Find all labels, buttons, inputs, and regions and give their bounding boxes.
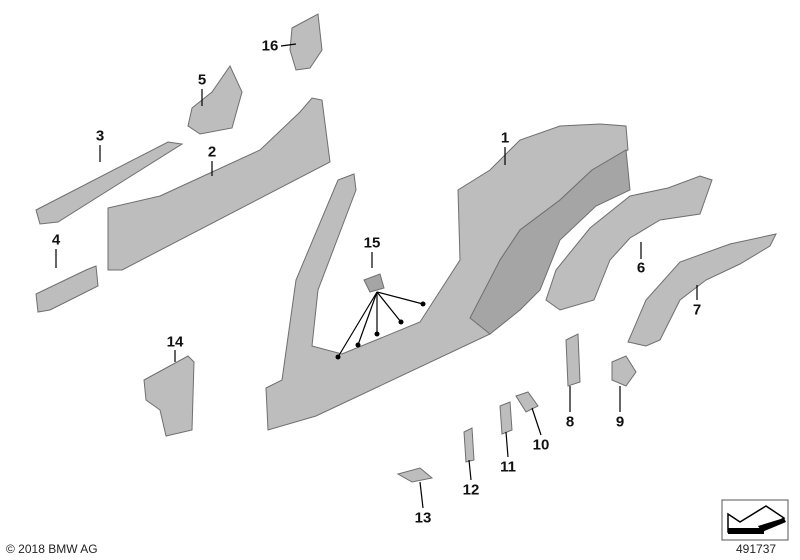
part-8[interactable] (565, 333, 581, 387)
part-1-arch[interactable] (469, 149, 631, 335)
callout-14[interactable]: 14 (166, 333, 184, 351)
callout-12[interactable]: 12 (462, 481, 480, 499)
part-7[interactable] (627, 233, 777, 347)
copyright-text: © 2018 BMW AG (6, 542, 98, 556)
part-10[interactable] (515, 391, 539, 413)
callout-5[interactable]: 5 (197, 71, 207, 89)
callout-7[interactable]: 7 (692, 301, 702, 319)
part-4[interactable] (35, 265, 99, 313)
callout-15[interactable]: 15 (363, 234, 381, 252)
part-14[interactable] (143, 355, 195, 437)
leader-lines (55, 43, 698, 509)
callout-16[interactable]: 16 (261, 37, 279, 55)
part-12[interactable] (463, 427, 475, 463)
part-3[interactable] (35, 141, 184, 225)
callout-1[interactable]: 1 (500, 129, 510, 147)
diagram-number: 491737 (736, 542, 777, 556)
callout-10[interactable]: 10 (532, 436, 550, 454)
callout-4[interactable]: 4 (51, 231, 61, 249)
callout-9[interactable]: 9 (615, 413, 625, 431)
orientation-arrow-icon (721, 499, 789, 541)
part-13[interactable] (396, 467, 434, 483)
callout-3[interactable]: 3 (95, 127, 105, 145)
callout-13[interactable]: 13 (414, 509, 432, 527)
callout-2[interactable]: 2 (207, 143, 217, 161)
callout-6[interactable]: 6 (636, 259, 646, 277)
part-9[interactable] (611, 355, 637, 387)
part-16[interactable] (289, 13, 323, 71)
part-6[interactable] (545, 175, 713, 311)
callout-11[interactable]: 11 (500, 458, 516, 476)
part-15[interactable] (363, 273, 385, 293)
part-11[interactable] (499, 401, 513, 435)
part-2[interactable] (107, 97, 331, 271)
callout-8[interactable]: 8 (565, 413, 575, 431)
part-5[interactable] (187, 64, 243, 135)
